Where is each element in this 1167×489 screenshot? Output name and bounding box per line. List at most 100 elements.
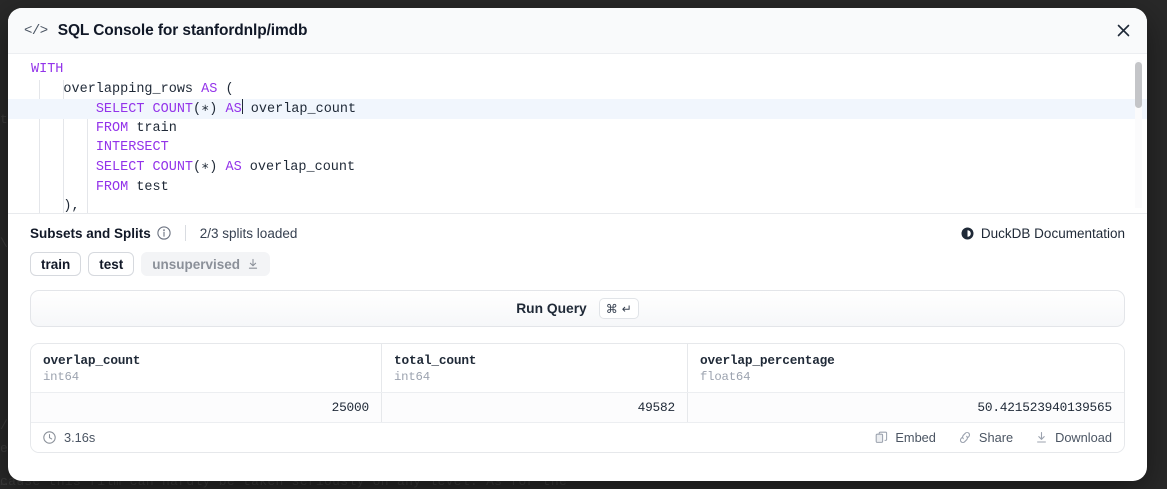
copy-icon [875, 431, 888, 444]
code-token: overlap_count [241, 159, 356, 175]
subsets-title: Subsets and Splits [30, 225, 151, 241]
results-column-type: float64 [700, 370, 751, 384]
query-duration: 3.16s [43, 430, 95, 445]
code-indent [31, 140, 96, 155]
dialog-title: SQL Console for stanfordnlp/imdb [57, 21, 308, 39]
split-chip-label: test [99, 256, 124, 272]
code-token: FROM [95, 179, 129, 195]
code-line[interactable]: SELECT COUNT(∗) AS overlap_count [8, 99, 1147, 119]
code-token: ( [217, 81, 234, 97]
results-footer: 3.16s Embed Share Download [31, 422, 1124, 452]
split-chip-unsupervised[interactable]: unsupervised [141, 252, 271, 276]
query-duration-label: 3.16s [64, 430, 96, 445]
text-cursor [241, 99, 243, 115]
code-token: AS [217, 102, 242, 118]
code-line[interactable]: overlapping_rows AS ( [8, 80, 1147, 100]
results-column-name: total_count [394, 353, 477, 368]
subsets-and-splits-row: Subsets and Splits 2/3 splits loaded Duc… [8, 214, 1147, 241]
code-line[interactable]: SELECT COUNT(∗) AS overlap_count [8, 158, 1147, 178]
code-line[interactable]: INTERSECT [8, 138, 1147, 158]
code-token: FROM [95, 120, 129, 136]
run-query-label: Run Query [516, 301, 587, 316]
code-indent [31, 199, 63, 213]
code-token: overlap_count [242, 102, 357, 118]
results-column-type: int64 [394, 370, 430, 384]
results-column-name: overlap_count [43, 353, 141, 368]
editor-scrollbar-thumb[interactable] [1135, 62, 1142, 108]
results-column-header[interactable]: overlap_percentage float64 [688, 344, 1124, 392]
sql-console-dialog: </> SQL Console for stanfordnlp/imdb WIT… [8, 8, 1147, 481]
split-chip-test[interactable]: test [88, 252, 135, 276]
code-token: WITH [31, 62, 64, 77]
results-column-name: overlap_percentage [700, 353, 835, 368]
split-chips: train test unsupervised [8, 241, 1147, 276]
backdrop-text-line: e [0, 441, 9, 456]
code-token: test [128, 179, 169, 195]
dialog-header: </> SQL Console for stanfordnlp/imdb [8, 8, 1147, 54]
backdrop-text-line: \ [0, 236, 9, 251]
clock-icon [43, 431, 56, 444]
split-chip-label: train [41, 256, 71, 272]
splits-loaded-status: 2/3 splits loaded [199, 225, 298, 241]
code-line[interactable]: FROM test [8, 178, 1147, 198]
info-icon[interactable] [157, 226, 171, 240]
link-icon [958, 431, 972, 444]
code-indent [31, 121, 96, 136]
shortcut-enter-key: ↵ [621, 301, 632, 316]
results-actions: Embed Share Download [875, 430, 1112, 445]
code-token: AS [217, 159, 242, 175]
clock-icon-glyph [43, 431, 56, 444]
results-column-header[interactable]: total_count int64 [382, 344, 688, 392]
code-token: (∗) [193, 102, 218, 118]
code-brackets-icon: </> [24, 22, 48, 39]
download-label: Download [1055, 430, 1112, 445]
code-indent [31, 82, 63, 97]
duckdb-logo-glyph [961, 227, 974, 239]
run-query-button[interactable]: Run Query ⌘ ↵ [30, 290, 1125, 327]
embed-label: Embed [895, 430, 936, 445]
code-line[interactable]: FROM train [8, 119, 1147, 139]
duckdb-documentation-label: DuckDB Documentation [980, 225, 1125, 241]
code-line[interactable]: WITH [8, 60, 1147, 80]
table-cell: 50.421523940139565 [977, 400, 1112, 415]
split-chip-label: unsupervised [152, 256, 241, 272]
split-chip-train[interactable]: train [30, 252, 82, 276]
indent-guide [87, 99, 88, 213]
code-line[interactable]: ), [8, 197, 1147, 214]
code-indent [31, 102, 96, 117]
code-token: train [128, 120, 177, 136]
results-column-type: int64 [43, 370, 79, 384]
download-icon [1035, 431, 1048, 444]
download-button[interactable]: Download [1035, 430, 1112, 445]
table-cell: 25000 [31, 393, 382, 422]
code-indent [31, 180, 96, 195]
share-label: Share [978, 430, 1014, 445]
results-column-header[interactable]: overlap_count int64 [31, 344, 382, 392]
editor-scrollbar-track[interactable] [1135, 60, 1142, 208]
code-token: ), [63, 199, 80, 214]
divider [184, 225, 186, 241]
sql-editor-content[interactable]: WITH overlapping_rows AS ( SELECT COUNT(… [8, 54, 1147, 213]
download-icon[interactable] [247, 258, 259, 270]
code-token: AS [201, 81, 218, 97]
sql-editor[interactable]: WITH overlapping_rows AS ( SELECT COUNT(… [8, 54, 1147, 214]
code-token: overlapping_rows [63, 81, 202, 97]
duckdb-documentation-link[interactable]: DuckDB Documentation [961, 226, 1125, 241]
info-icon-glyph [157, 226, 171, 240]
close-button[interactable] [1111, 19, 1135, 43]
share-button[interactable]: Share [958, 430, 1013, 445]
code-token: SELECT COUNT [95, 102, 194, 118]
indent-guide [63, 80, 64, 213]
run-query-shortcut: ⌘ ↵ [598, 298, 639, 319]
code-token: INTERSECT [95, 140, 169, 156]
code-token: SELECT COUNT [95, 159, 194, 175]
close-icon [1117, 24, 1129, 37]
embed-button[interactable]: Embed [875, 430, 936, 445]
code-indent [31, 160, 96, 175]
duckdb-logo-icon [961, 227, 974, 240]
shortcut-cmd-key: ⌘ [605, 301, 618, 316]
